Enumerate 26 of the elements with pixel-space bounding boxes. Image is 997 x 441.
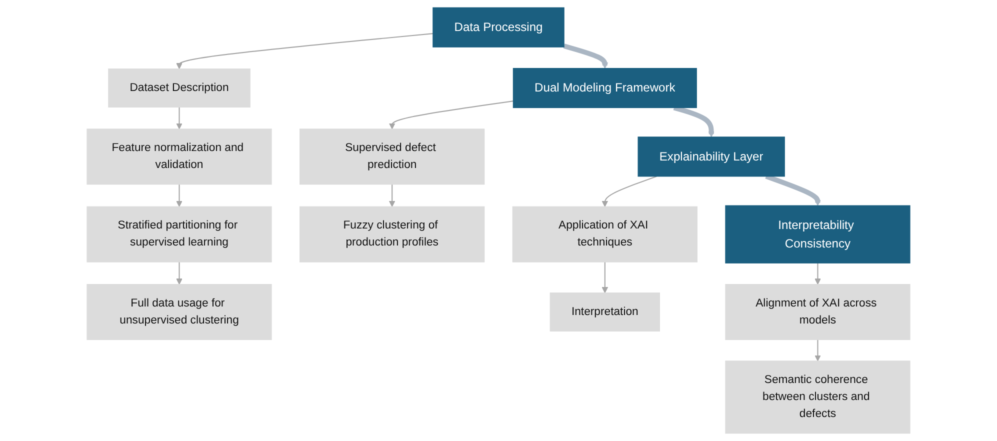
node-box: Semantic coherence between clusters and defects [725, 360, 910, 434]
node-box: Alignment of XAI across models [725, 284, 910, 340]
node-box: Dual Modeling Framework [512, 68, 697, 108]
node-box: Dataset Description [108, 68, 250, 108]
arrow [176, 184, 182, 207]
arrow [176, 262, 182, 285]
node-box: Data Processing [432, 7, 564, 48]
arrow [388, 100, 514, 130]
node-box: Full data usage for unsupervised clustering [86, 284, 272, 340]
node-box: Feature normalization and validation [86, 128, 272, 185]
node-box: Stratified partitioning for supervised learning [86, 206, 272, 262]
arrow [176, 107, 182, 130]
node-box: Explainability Layer [638, 136, 785, 177]
arrow [176, 33, 434, 70]
arrow [388, 184, 396, 207]
arrow [602, 176, 657, 207]
node-box: Interpretation [550, 292, 660, 332]
arrow [563, 44, 608, 69]
arrow [814, 263, 821, 285]
node-box: Interpretability Consistency [725, 205, 910, 264]
arrow [814, 340, 821, 362]
node-box: Application of XAI techniques [512, 206, 698, 262]
node-box: Supervised defect prediction [300, 128, 485, 185]
arrow [765, 174, 821, 206]
node-box: Fuzzy clustering of production profiles [300, 206, 485, 262]
arrow [602, 262, 608, 294]
